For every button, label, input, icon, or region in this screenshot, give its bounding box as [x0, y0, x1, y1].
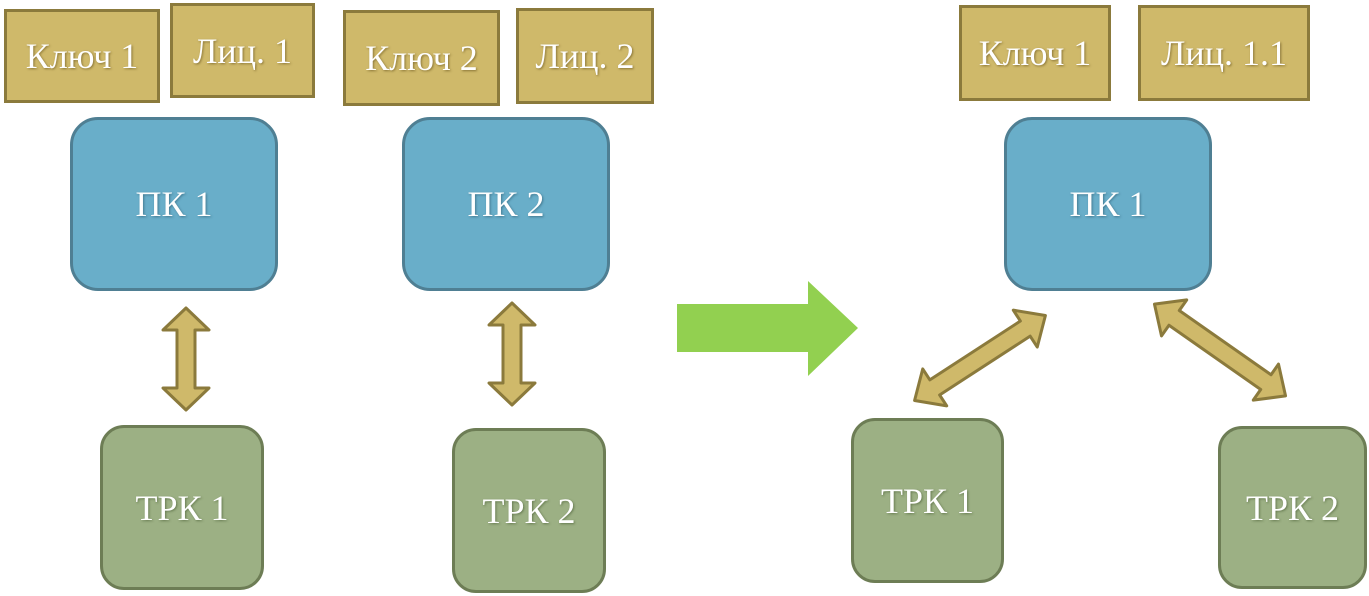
trk-node-right-2: ТРК 2 — [1218, 426, 1367, 589]
trk-node-left-2: ТРК 2 — [452, 428, 606, 593]
double-arrow-left-2 — [487, 301, 537, 407]
double-arrow-right-1 — [913, 308, 1047, 408]
transition-arrow-icon — [677, 281, 858, 376]
license-tag-right: Лиц. 1.1 — [1138, 5, 1310, 101]
key-tag-left-1: Ключ 1 — [4, 9, 160, 103]
pc-node-left-1: ПК 1 — [70, 117, 278, 291]
pc-node-right: ПК 1 — [1004, 117, 1212, 291]
license-tag-left-2: Лиц. 2 — [516, 8, 654, 104]
license-tag-left-1: Лиц. 1 — [170, 3, 315, 98]
double-arrow-right-2 — [1152, 298, 1288, 402]
pc-node-left-2: ПК 2 — [402, 117, 610, 291]
trk-node-left-1: ТРК 1 — [100, 425, 264, 590]
key-tag-left-2: Ключ 2 — [343, 10, 500, 106]
trk-node-right-1: ТРК 1 — [851, 418, 1004, 583]
key-tag-right: Ключ 1 — [959, 5, 1111, 101]
double-arrow-left-1 — [161, 306, 211, 412]
